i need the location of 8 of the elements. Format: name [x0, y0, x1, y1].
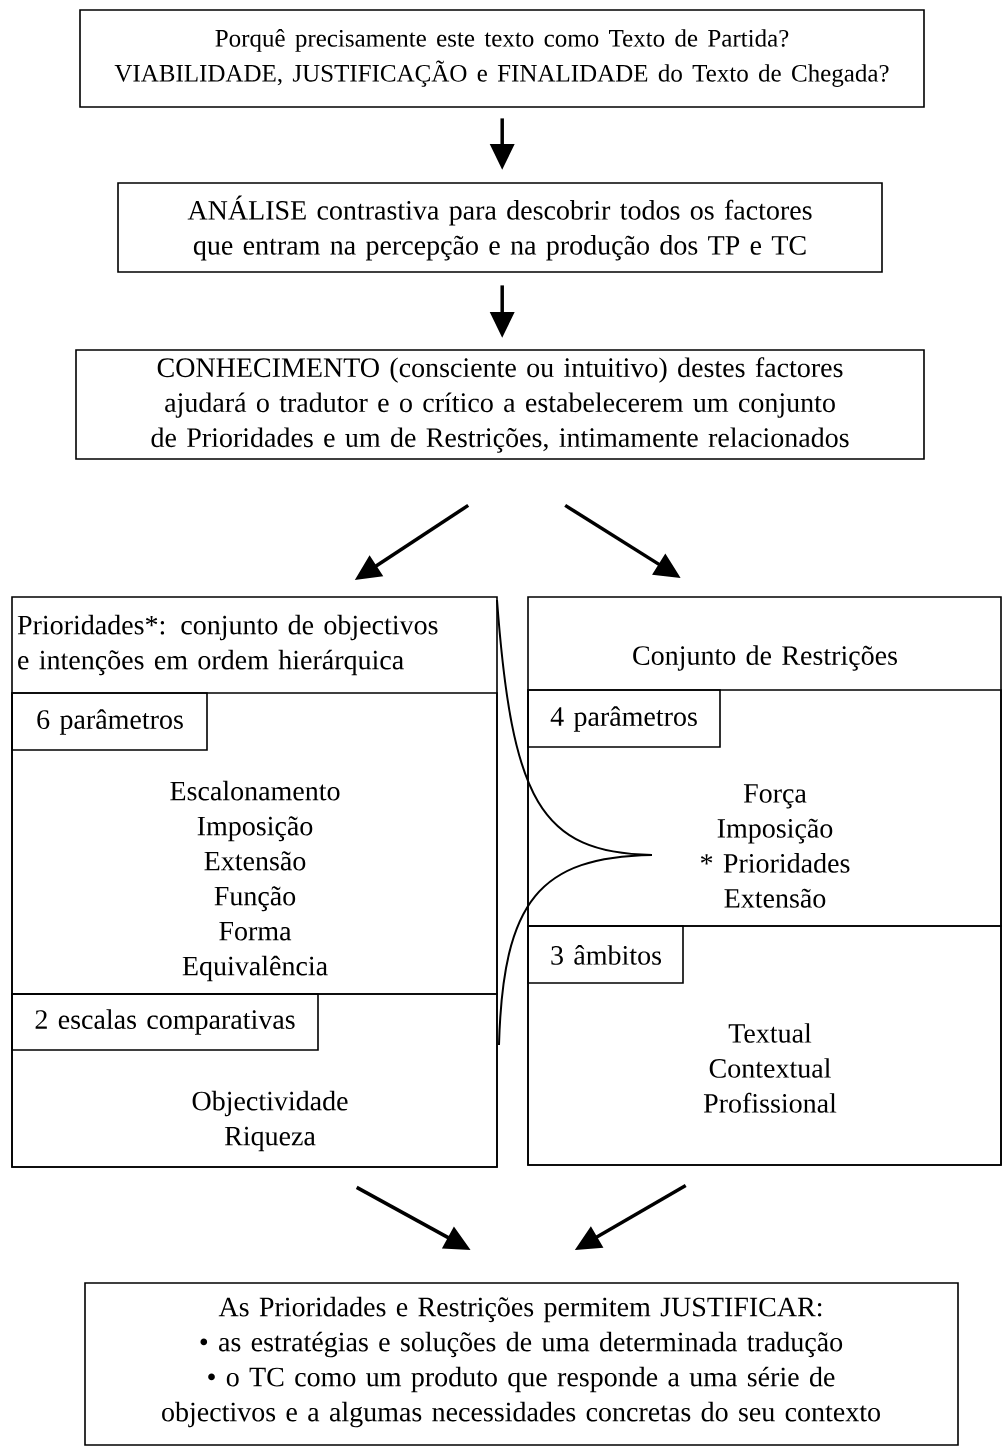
conclusion-box: As Prioridades e Restrições permitem JUSTIFICAR: • as estratégias e soluções de uma determinada tradução • o TC como um produto que responde a uma série de objectivos e a algumas necessidades concretas do seu contexto [84, 1282, 959, 1446]
tab-label-box: 2 escalas comparativas [11, 993, 319, 1051]
question-box: Porquê precisamente este texto como Texto de Partida? VIABILIDADE, JUSTIFICAÇÃO e FINALIDADE do Texto de Chegada? [79, 9, 925, 108]
process-box: CONHECIMENTO (consciente ou intuitivo) destes factores ajudará o tradutor e o crítico a estabelecerem um conjunto de Prioridades e um de Restrições, intimamente relacionados [75, 349, 925, 460]
tab-label-box: 4 parâmetros [527, 689, 721, 748]
tab-label-box: 3 âmbitos [527, 925, 684, 984]
process-box: ANÁLISE contrastiva para descobrir todos os factores que entram na percepção e na produção dos TP e TC [117, 182, 883, 273]
tab-label-box: 6 parâmetros [11, 692, 208, 751]
